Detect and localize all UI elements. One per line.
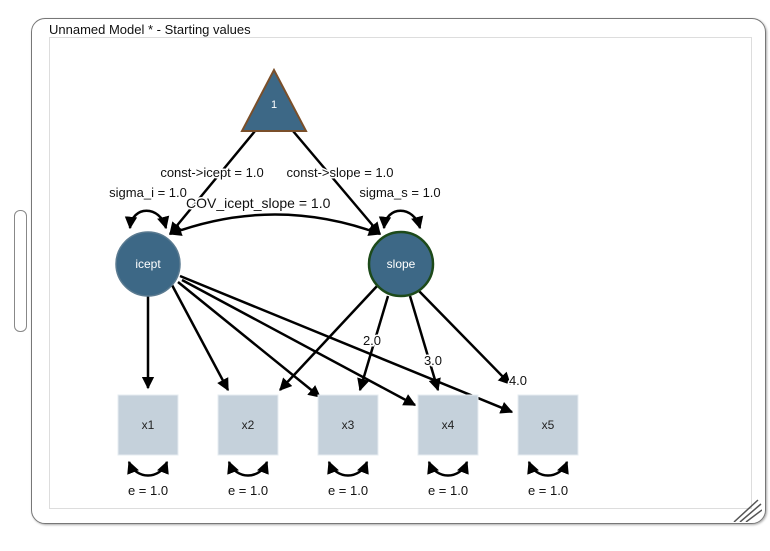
path-label-cov[interactable]: COV_icept_slope = 1.0 (185, 194, 333, 213)
path-slope-x2[interactable] (279, 284, 379, 391)
path-icept-x4[interactable] (181, 278, 417, 407)
manifest-node-x3[interactable] (317, 394, 379, 456)
path-label-const-icept[interactable]: const->icept = 1.0 (159, 164, 265, 182)
loading-label-x3[interactable]: 2.0 (361, 332, 382, 350)
loading-label-x5[interactable]: 4.0 (507, 372, 528, 390)
latent-node-icept[interactable] (115, 231, 181, 297)
window-title: Unnamed Model * - Starting values (49, 22, 251, 37)
residual-label[interactable]: e = 1.0 (528, 483, 568, 498)
path-const-slope[interactable] (292, 130, 381, 235)
constant-label: 1 (271, 99, 277, 111)
diagram-canvas[interactable] (49, 37, 752, 509)
residual-label[interactable]: e = 1.0 (228, 483, 268, 498)
residual-variance-x2[interactable] (227, 460, 269, 477)
path-const-icept[interactable] (169, 130, 256, 235)
manifest-label: x4 (442, 418, 455, 432)
path-slope-x4[interactable] (408, 295, 441, 392)
path-variance-icept[interactable] (124, 209, 170, 230)
manifest-node-x5[interactable] (517, 394, 579, 456)
latent-node-slope[interactable] (367, 230, 435, 298)
residual-label[interactable]: e = 1.0 (128, 483, 168, 498)
path-cov-icept-slope[interactable] (168, 213, 382, 236)
manifest-label: x3 (342, 418, 355, 432)
residual-variance-x3[interactable] (327, 460, 369, 477)
latent-label-icept: icept (135, 257, 161, 271)
manifest-label: x5 (542, 418, 555, 432)
resize-grip-icon[interactable] (728, 498, 762, 522)
constant-node[interactable] (240, 67, 308, 132)
side-drag-handle[interactable] (14, 210, 27, 332)
path-slope-x5[interactable] (417, 289, 511, 385)
manifest-label: x2 (242, 418, 255, 432)
latent-label-slope: slope (387, 257, 416, 271)
path-label-sigma-s[interactable]: sigma_s = 1.0 (358, 184, 442, 202)
path-label-const-slope[interactable]: const->slope = 1.0 (285, 164, 395, 182)
manifest-node-x4[interactable] (417, 394, 479, 456)
residual-variance-x1[interactable] (127, 460, 169, 477)
path-icept-x3[interactable] (177, 281, 321, 398)
path-icept-x2[interactable] (170, 284, 230, 392)
path-slope-x3[interactable] (357, 295, 390, 392)
manifest-node-x2[interactable] (217, 394, 279, 456)
residual-variance-x4[interactable] (427, 460, 469, 477)
residual-label[interactable]: e = 1.0 (428, 483, 468, 498)
model-window (31, 18, 766, 524)
path-label-sigma-i[interactable]: sigma_i = 1.0 (108, 184, 189, 202)
residual-label[interactable]: e = 1.0 (328, 483, 368, 498)
manifest-node-x1[interactable] (117, 394, 179, 456)
path-variance-slope[interactable] (378, 209, 424, 230)
loading-label-x4[interactable]: 3.0 (422, 352, 443, 370)
manifest-label: x1 (142, 418, 155, 432)
path-icept-x5[interactable] (179, 274, 514, 414)
residual-variance-x5[interactable] (527, 460, 569, 477)
